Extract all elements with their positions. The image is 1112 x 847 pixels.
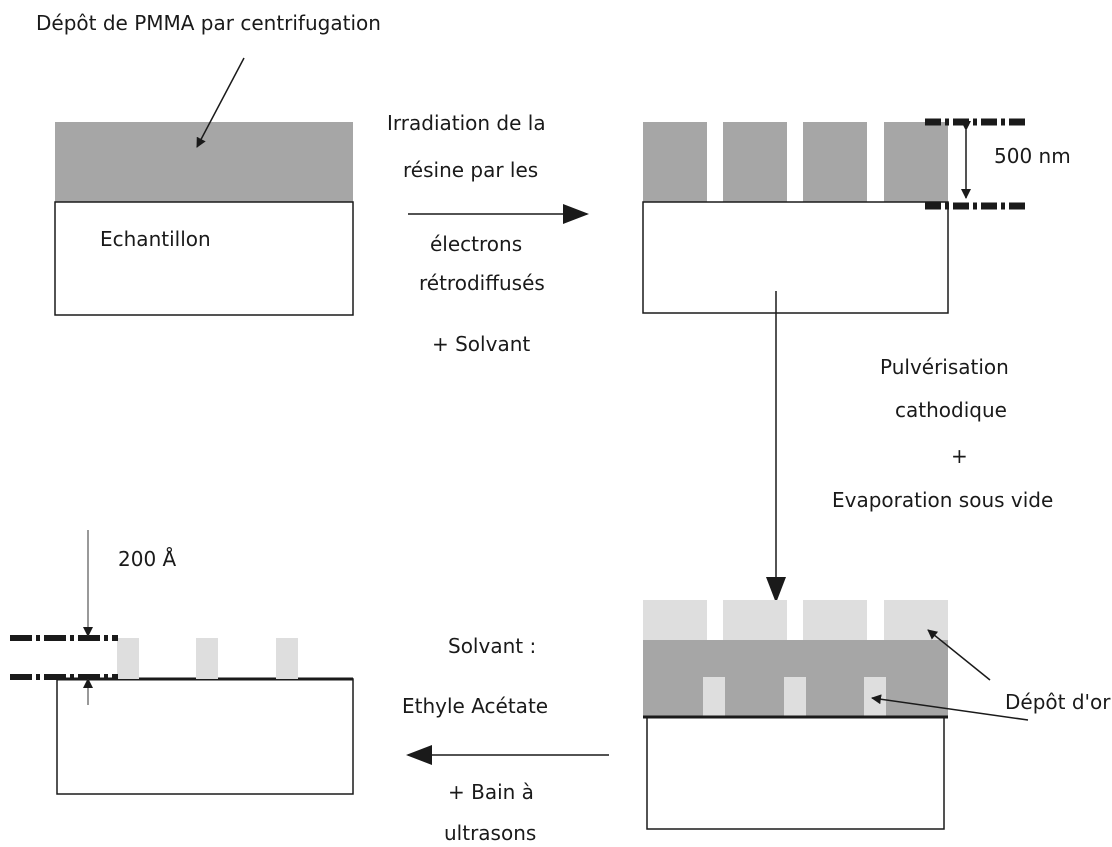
step3-gold-in-gap-1: [703, 677, 725, 717]
sputtering-line-2: cathodique: [895, 398, 1007, 422]
pmma-deposit-pointer: [196, 57, 245, 148]
gold-deposit-label: Dépôt d'or: [1005, 690, 1111, 714]
step3-gold-in-gap-2: [784, 677, 806, 717]
step1-group: Dépôt de PMMA par centrifugation Echanti…: [36, 11, 381, 316]
irradiation-line-1: Irradiation de la: [387, 111, 546, 135]
gold-dot-2: [196, 638, 218, 679]
gold-pointer-top: [927, 629, 991, 681]
gold-dot-3: [276, 638, 298, 679]
step3-resist-block-2: [723, 640, 787, 717]
step2-resist-block-3: [803, 122, 867, 202]
step3-substrate: [646, 716, 945, 830]
bath-line-1: + Bain à: [448, 780, 534, 804]
step1-to-step2-group: Irradiation de la résine par les électro…: [387, 111, 589, 356]
solvent-plus-label: + Solvant: [432, 332, 530, 356]
step3-resist-block-3: [803, 640, 867, 717]
step3-gold-in-gap-3: [864, 677, 886, 717]
step3-gold-top-2: [723, 600, 787, 640]
step3-resist-block-1: [643, 640, 707, 717]
step2-to-step3-group: Pulvérisation cathodique + Evaporation s…: [766, 291, 1053, 603]
irradiation-line-2: résine par les: [403, 158, 538, 182]
step2-substrate: [642, 201, 949, 314]
thickness-500-label: 500 nm: [994, 144, 1071, 168]
step2-resist-block-2: [723, 122, 787, 202]
irradiation-line-4: rétrodiffusés: [419, 271, 545, 295]
ethyl-acetate-label: Ethyle Acétate: [402, 694, 548, 718]
solvent-colon-label: Solvant :: [448, 634, 536, 658]
gold-dot-1: [117, 638, 139, 679]
vacuum-evaporation-label: Evaporation sous vide: [832, 488, 1053, 512]
step3-to-step4-group: Solvant : Ethyle Acétate + Bain à ultras…: [402, 634, 609, 845]
step4-group: 200 Å: [10, 530, 354, 795]
step3-resist-block-4: [884, 640, 948, 717]
pmma-deposit-label: Dépôt de PMMA par centrifugation: [36, 11, 381, 35]
thickness-200-label: 200 Å: [118, 547, 177, 571]
step3-gold-top-1: [643, 600, 707, 640]
step3-gold-top-4: [884, 600, 948, 640]
step1-substrate: [54, 201, 354, 316]
step2-resist-block-4: [884, 122, 948, 202]
bath-line-2: ultrasons: [444, 821, 536, 845]
step2-resist-block-1: [643, 122, 707, 202]
step2-group: 500 nm: [642, 118, 1071, 314]
step4-substrate: [56, 678, 354, 795]
gold-pointer-bottom: [871, 694, 1029, 721]
sample-label: Echantillon: [100, 227, 211, 251]
step3-gold-top-3: [803, 600, 867, 640]
sputtering-line-1: Pulvérisation: [880, 355, 1009, 379]
irradiation-line-3: électrons: [430, 232, 522, 256]
plus-label: +: [951, 444, 968, 468]
step3-group: Dépôt d'or: [643, 600, 1111, 830]
